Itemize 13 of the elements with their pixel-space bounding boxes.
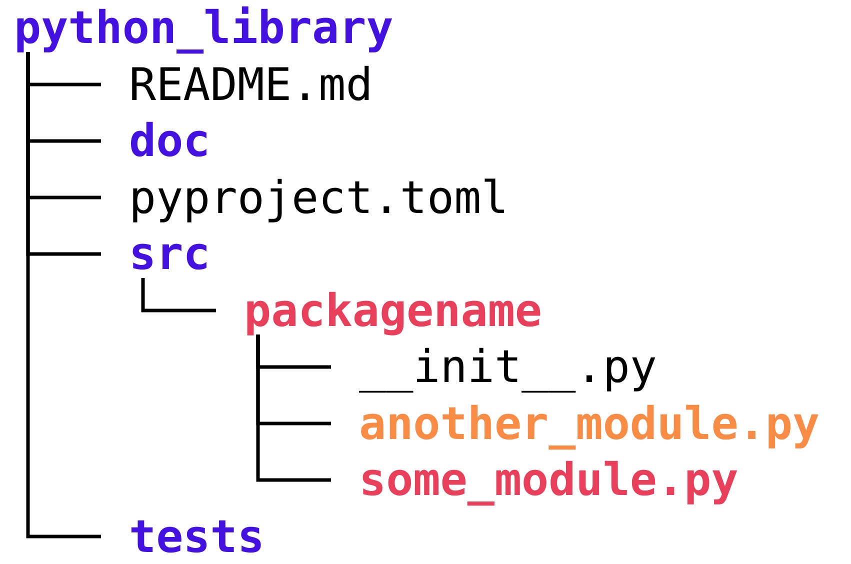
folder-name: src: [129, 229, 210, 279]
folder-name: doc: [129, 116, 210, 166]
tree-connector: [141, 278, 216, 312]
file-name: some_module.py: [359, 455, 738, 505]
file-name: __init__.py: [359, 342, 658, 392]
file-name: another_module.py: [359, 398, 820, 448]
folder-name: python_library: [14, 3, 394, 53]
file-name: pyproject.toml: [129, 172, 508, 222]
package-name: packagename: [244, 286, 542, 336]
tree-connector: [256, 334, 331, 482]
folder-name: tests: [129, 512, 264, 562]
tree-connector: [26, 52, 101, 538]
file-name: README.md: [129, 60, 373, 110]
